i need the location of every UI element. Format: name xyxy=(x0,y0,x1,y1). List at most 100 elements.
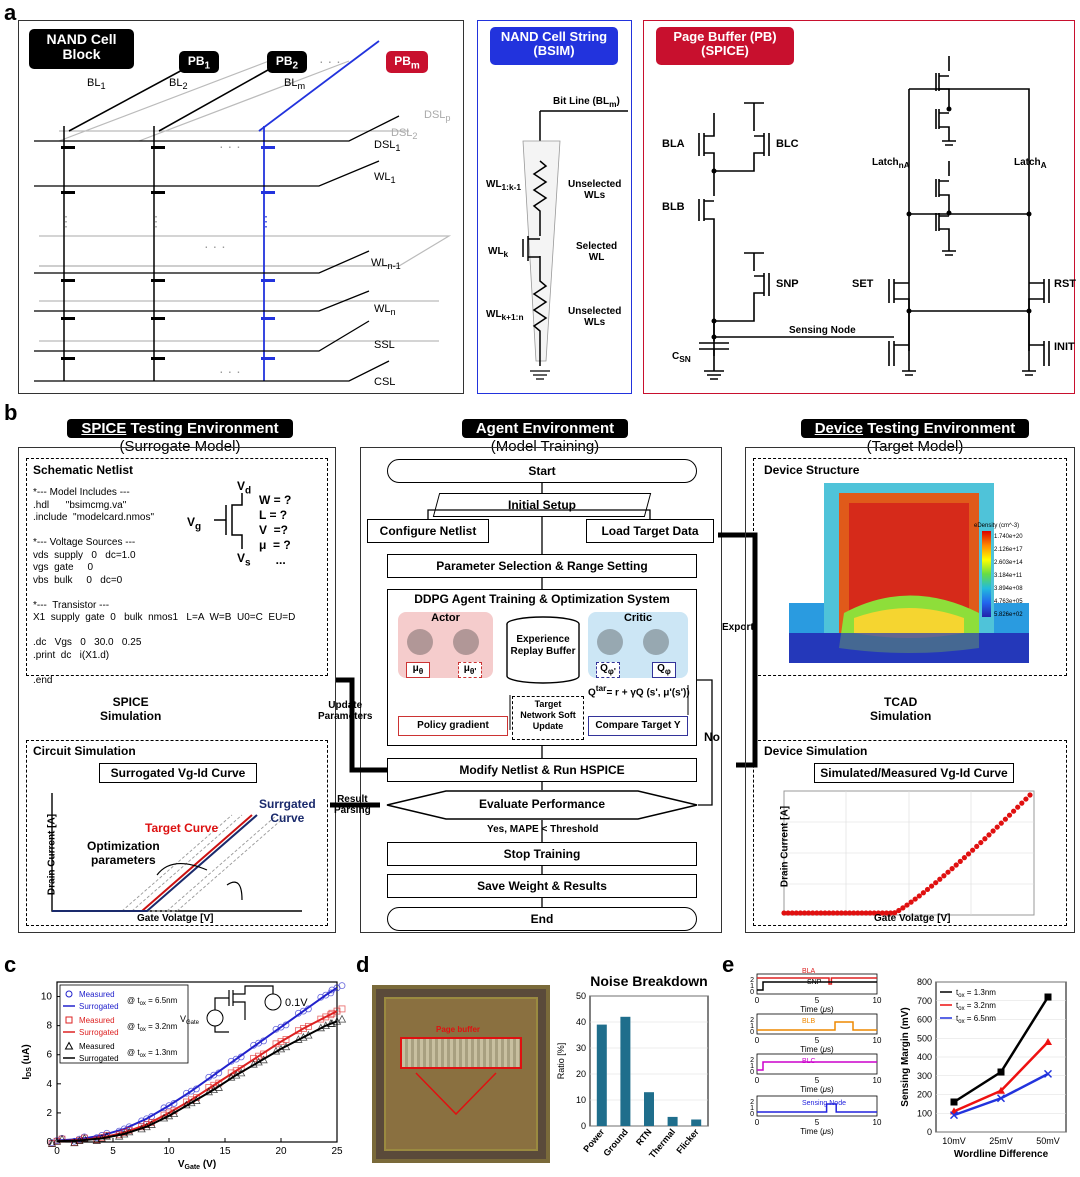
device-sim-title: Device Simulation xyxy=(764,744,868,758)
device-curve-point xyxy=(933,880,939,886)
chart-d-ytick-label: 20 xyxy=(576,1069,586,1079)
chart-e-point xyxy=(996,1094,1006,1103)
chip-label: Page buffer xyxy=(436,1025,481,1034)
device-env-panel xyxy=(745,447,1075,933)
device-curve-point xyxy=(965,851,972,857)
device-curve-point xyxy=(797,910,803,916)
timing-xtick: 0 xyxy=(755,1076,760,1085)
panel-letter-e: e xyxy=(722,952,735,977)
device-curve-point xyxy=(908,899,914,905)
timing-xtick: 10 xyxy=(873,996,882,1005)
chart-c-xtick-label: 15 xyxy=(219,1146,231,1157)
svg-text:· · ·: · · · xyxy=(204,238,226,254)
chart-d-ytick-label: 50 xyxy=(576,991,586,1001)
timing-wave xyxy=(757,977,877,985)
timing-ytick: 0 xyxy=(750,989,754,996)
nand-block-diagram: ⋮⋮⋮ · · ·· · ·· · · xyxy=(34,40,452,382)
snp-label: SNP xyxy=(776,278,799,290)
spice-xlabel: Gate Volatge [V] xyxy=(137,913,214,924)
timing-signal-label: BLC xyxy=(802,1058,816,1065)
device-curve-point xyxy=(949,866,955,872)
chart-c-point xyxy=(299,1025,307,1032)
surrogated-curve-box: Surrogated Vg-Id Curve xyxy=(99,763,257,783)
netlist-title: Schematic Netlist xyxy=(33,463,134,477)
device-structure-box: Device Structure eDensity (cm^-3) 1.740e… xyxy=(753,458,1067,676)
chart-d-bar xyxy=(644,1092,654,1126)
nand-string-title: NAND Cell String(BSIM) xyxy=(490,27,618,65)
timing-row-frame xyxy=(756,1095,878,1117)
timing-ytick: 1 xyxy=(750,1105,754,1112)
device-curve-point xyxy=(998,820,1004,826)
control-lines xyxy=(34,115,400,382)
colorbar xyxy=(982,531,991,617)
device-curve-point xyxy=(912,896,918,902)
surrogated-curve-label: Surrgated Curve xyxy=(259,797,316,825)
chart-d-title: Noise Breakdown xyxy=(590,973,707,989)
chart-c-xtick-label: 25 xyxy=(331,1146,343,1157)
vertical-dots: ⋮⋮⋮ · · ·· · ·· · · xyxy=(59,138,273,379)
dslp-label: DSLp xyxy=(424,109,451,124)
agent-env-header: Agent Environment(Model Training) xyxy=(400,419,690,455)
chart-c-xtick-label: 10 xyxy=(163,1146,175,1157)
chart-d-ytick-label: 10 xyxy=(576,1095,586,1105)
chart-d-bar xyxy=(667,1116,678,1126)
chart-c-legend-cond: @ tox = 3.2nm xyxy=(127,1022,178,1033)
blc-label: BLC xyxy=(776,138,799,150)
chart-c-legend-measured: Measured xyxy=(79,1016,115,1025)
chart-c-legend-cond: @ tox = 6.5nm xyxy=(127,996,178,1007)
timing-row-frame xyxy=(756,1013,878,1035)
chart-c-ytick-label: 10 xyxy=(41,992,53,1003)
device-curve-point xyxy=(994,824,1000,830)
chart-c-point xyxy=(322,1013,330,1021)
chart-c-legend-surrogated: Surrogated xyxy=(79,1028,119,1037)
device-curve-point xyxy=(818,910,824,916)
spice-ylabel: Drain Current [A] xyxy=(46,813,58,896)
timing-signal-label: Sensing Node xyxy=(802,1100,846,1107)
panel-letter-b: b xyxy=(4,400,18,425)
ddpg-box: DDPG Agent Training & Optimization Syste… xyxy=(387,589,697,746)
device-curve-point xyxy=(920,890,926,896)
chart-e-xlabel: Wordline Difference xyxy=(954,1149,1049,1160)
chart-e-legend-label: tox = 1.3nm xyxy=(956,988,996,999)
timing-xtick: 0 xyxy=(755,1118,760,1127)
chart-c-ytick-label: 6 xyxy=(46,1050,52,1061)
chart-e-point xyxy=(1044,993,1052,1001)
chart-c-frame xyxy=(56,981,338,1143)
end-node: End xyxy=(387,907,697,931)
chart-e-point xyxy=(950,1098,958,1106)
chart-c-ytick-label: 0 xyxy=(46,1137,52,1148)
wl-top-label: WL1:k-1 xyxy=(486,179,521,192)
timing-wave xyxy=(757,1021,877,1031)
q-phi-box: Qφ xyxy=(652,662,676,678)
chart-d-ytick-label: 40 xyxy=(576,1017,586,1027)
device-curve-point xyxy=(1015,804,1021,810)
chart-e-ytick-label: 100 xyxy=(917,1108,932,1118)
simulated-curve-box: Simulated/Measured Vg-Id Curve xyxy=(814,763,1014,783)
chart-e-series-line xyxy=(953,996,1050,1104)
timing-xtick: 0 xyxy=(755,996,760,1005)
qtar-formula: Qtar= r + γQ (s', μ'(s')) xyxy=(588,683,690,699)
chart-e-ytick-label: 400 xyxy=(917,1052,932,1062)
chart-c-legend-surrogated: Surrogated xyxy=(79,1054,119,1063)
timing-ytick: 2 xyxy=(750,1099,754,1106)
svg-text:⋮: ⋮ xyxy=(59,213,73,229)
pb2-tag: PB2 xyxy=(267,51,307,73)
chart-e-point xyxy=(1043,1069,1053,1078)
chart-e-ytick-label: 500 xyxy=(917,1033,932,1043)
netlist-box: Schematic Netlist *--- Model Includes --… xyxy=(26,458,328,686)
device-sim-box: Device Simulation Simulated/Measured Vg-… xyxy=(753,740,1067,926)
chart-e-ytick-label: 800 xyxy=(917,977,932,987)
wl-bot-label: WLk+1:n xyxy=(486,309,524,322)
panel-letter-c: c xyxy=(4,952,17,977)
vd-label: Vd xyxy=(237,479,252,497)
device-curve-point xyxy=(900,905,906,911)
chart-e-xtick-label: 50mV xyxy=(1036,1136,1060,1146)
timing-wave xyxy=(757,981,877,991)
chart-c-point xyxy=(304,1022,312,1030)
blm-label: BLm xyxy=(284,77,306,92)
device-curve-point xyxy=(961,855,967,861)
chart-c-inset-v: 0.1V xyxy=(285,997,308,1009)
device-curve-point xyxy=(1019,800,1025,806)
